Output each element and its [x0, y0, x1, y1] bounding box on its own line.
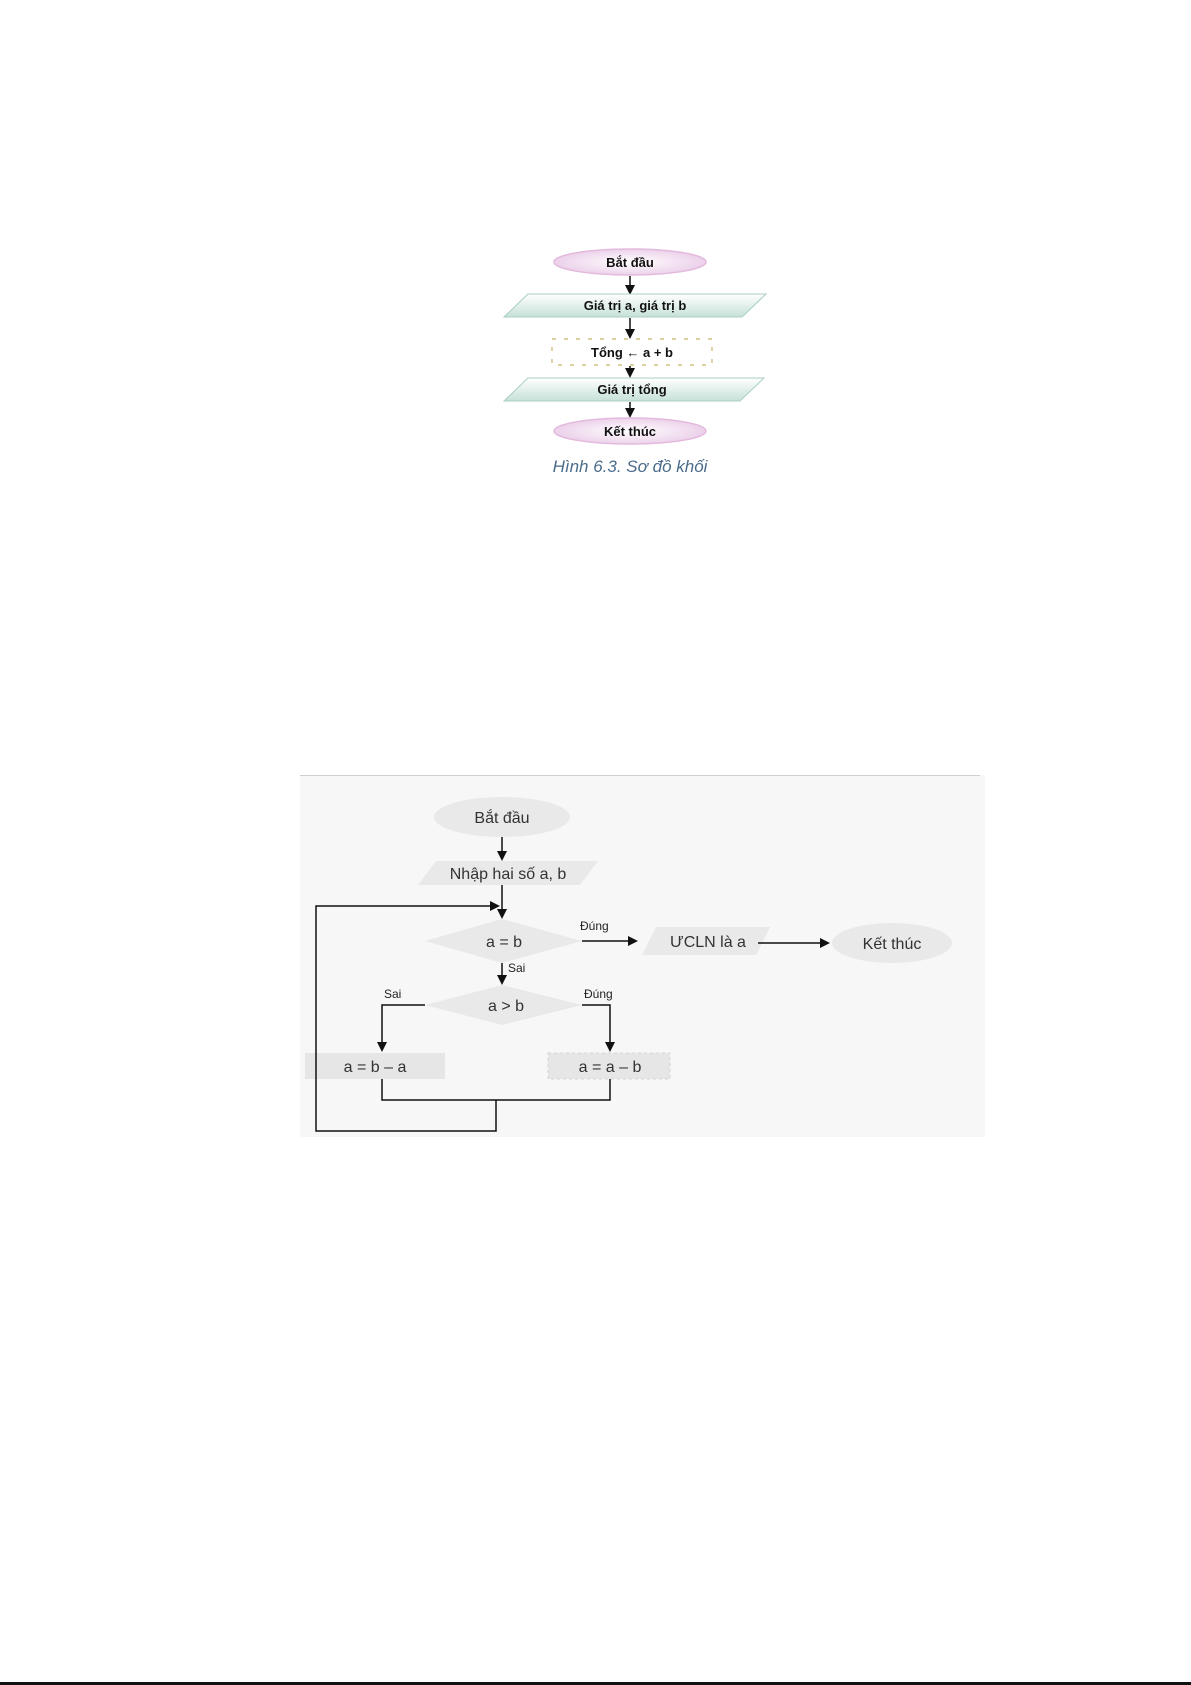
edge-label-greater-true: Đúng [584, 987, 613, 1001]
end-label: Kết thúc [604, 424, 656, 439]
output-parallelogram: Giá trị tổng [504, 378, 764, 401]
end-terminator: Kết thúc [832, 923, 952, 963]
edge-label-equal-false: Sai [508, 961, 525, 975]
right-process-label: a = a – b [579, 1059, 642, 1076]
output-parallelogram: ƯCLN là a [642, 927, 770, 955]
input-parallelogram: Nhập hai số a, b [418, 861, 598, 885]
flowchart-sum: Bắt đầu Giá trị a, giá trị b Tổng ← a + … [480, 240, 780, 490]
process-box: Tổng ← a + b [552, 339, 712, 365]
start-terminator: Bắt đầu [554, 249, 706, 275]
start-label: Bắt đầu [474, 808, 529, 827]
input-label: Nhập hai số a, b [450, 866, 567, 883]
decision-greater-label: a > b [488, 998, 524, 1015]
output-label: Giá trị tổng [597, 382, 666, 397]
process-box-left: a = b – a [305, 1053, 445, 1079]
end-terminator: Kết thúc [554, 418, 706, 444]
input-parallelogram: Giá trị a, giá trị b [504, 294, 766, 317]
input-label: Giá trị a, giá trị b [584, 298, 687, 313]
end-label: Kết thúc [863, 936, 922, 953]
edge-label-greater-false: Sai [384, 987, 401, 1001]
figure-caption: Hình 6.3. Sơ đồ khối [553, 457, 709, 476]
start-terminator: Bắt đầu [434, 797, 570, 837]
decision-equal-label: a = b [486, 934, 522, 951]
edge-label-equal-true: Đúng [580, 919, 609, 933]
process-label: Tổng ← a + b [591, 345, 673, 360]
process-box-right: a = a – b [548, 1053, 670, 1079]
start-label: Bắt đầu [606, 255, 654, 270]
output-label: ƯCLN là a [670, 934, 746, 951]
flowchart-gcd: Bắt đầu Nhập hai số a, b a = b Đúng ƯCLN… [300, 775, 985, 1145]
left-process-label: a = b – a [344, 1059, 407, 1076]
